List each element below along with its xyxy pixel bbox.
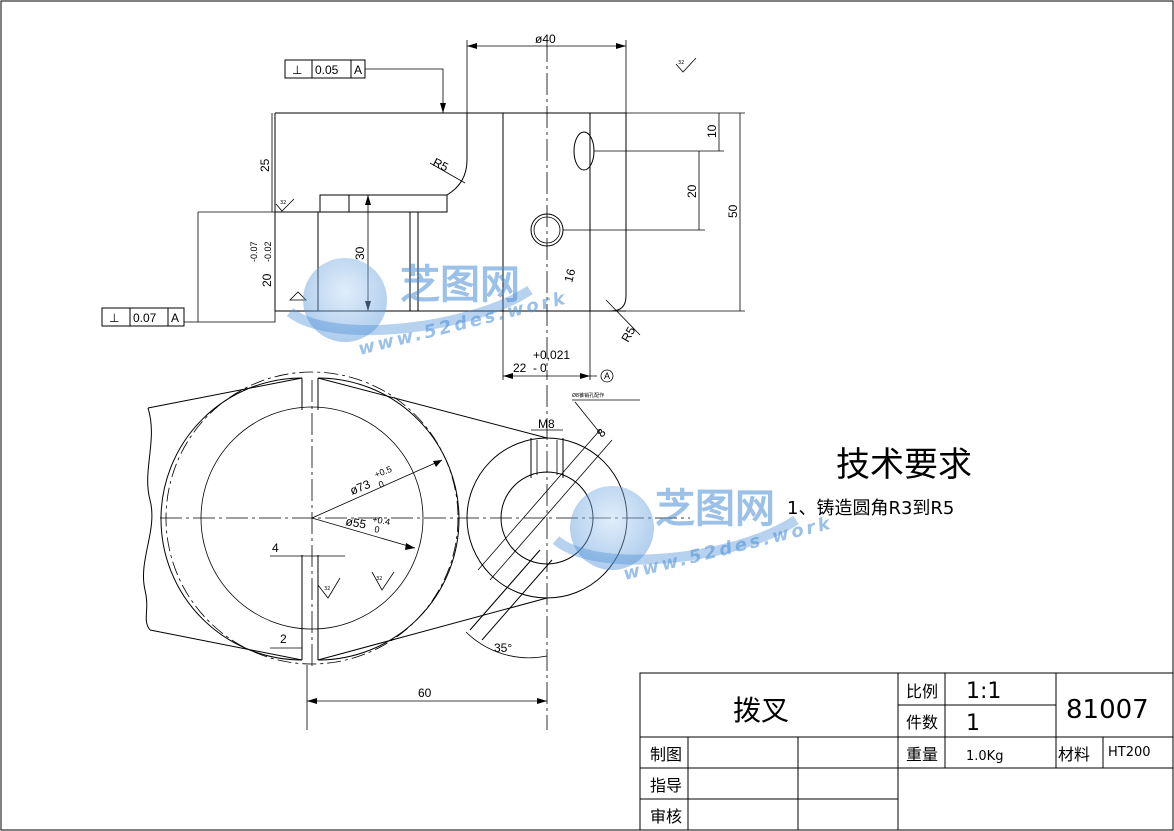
svg-text:芝图网: 芝图网 [655,486,775,532]
weight-label: 重量 [906,745,938,764]
scale-label: 比例 [906,682,938,701]
hatch-right-wall [589,112,627,312]
dim-h25: 25 [258,158,272,172]
material-value: HT200 [1108,745,1151,760]
dim-tol55-upper: +0.4 [372,514,391,527]
part-name: 拨叉 [733,694,789,727]
dim-tol22-upper: +0,021 [533,348,570,362]
dim-d40: ø40 [535,32,556,46]
title-block: 拨叉 比例 1:1 件数 1 81007 制图 重量 1.0Kg 材料 HT20… [639,672,1174,831]
roughness-mark-left: 32 [275,198,295,212]
svg-text:32: 32 [280,200,286,206]
dim-tol22-lower: 0 [540,361,547,375]
requirements-title: 技术要求 [836,445,972,485]
watermark-1: 芝图网 www.52des.work [286,258,570,360]
datum-a-marker [600,369,614,383]
dim-h20: 20 [685,184,699,198]
drawing-number: 81007 [1066,695,1149,725]
qty-value: 1 [966,711,980,736]
material-label: 材料 [1058,745,1090,764]
svg-text:芝图网: 芝图网 [400,262,520,308]
svg-text:32: 32 [376,576,382,582]
dim-w2: 2 [280,632,287,646]
datum-triangle [289,291,307,301]
fork-dash-circle [165,371,459,665]
review-label: 审核 [650,807,682,826]
datum-a-label: A [604,371,610,381]
fork-inner-circle [200,406,424,630]
dim-h10: 10 [705,124,719,138]
svg-text:0.07: 0.07 [133,311,157,325]
svg-text:32: 32 [678,60,684,66]
dim-r5-bottom: R5 [618,324,638,345]
note-hole: Ø8锥销孔配作 [572,392,604,399]
dim-h50: 50 [726,204,740,218]
drawn-label: 制图 [650,745,682,764]
svg-text:0.05: 0.05 [315,63,339,77]
fork-outer-arc [160,377,303,661]
gdt-frame-left: ⊥ 0.07 A [101,307,276,327]
qty-label: 件数 [906,713,938,732]
dim-tol73-upper: +0.5 [373,464,393,480]
svg-text:-: - [533,361,537,375]
dim-tol55-lower: 0 [374,524,381,535]
dim-tol-main: 20 [260,273,274,287]
oil-hole [573,131,595,171]
dim-d55: ø55 [344,514,367,531]
dim-d73: ø73 [348,477,373,498]
gdt-frame-top: ⊥ 0.05 A [284,59,446,113]
svg-text:32: 32 [324,586,330,592]
dim-m8: M8 [538,417,555,431]
roughness-mark-plan-1: 32 [317,577,341,599]
dim-h30: 30 [353,246,367,260]
svg-text:⊥: ⊥ [292,63,302,77]
svg-text:A: A [354,63,362,77]
dim-a35: 35° [494,641,512,655]
dim-16: 16 [561,267,578,284]
dim-r5-top: R5 [431,155,451,174]
requirements-item-1: 1、铸造圆角R3到R5 [787,498,954,519]
dim-w4: 4 [272,541,279,555]
svg-text:⊥: ⊥ [109,311,119,325]
scale-value: 1:1 [966,679,1001,704]
roughness-mark-top: 32 [675,57,697,73]
svg-text:A: A [171,311,179,325]
guide-label: 指导 [650,776,682,795]
dim-tol-lower: -0.02 [263,241,273,262]
dim-w22: 22 [513,361,527,375]
weight-value: 1.0Kg [966,749,1003,764]
dim-tol-upper: -0.07 [249,241,259,262]
roughness-mark-plan-2: 32 [371,571,395,591]
dim-w60: 60 [418,686,432,700]
dim-tol73-lower: 0 [377,479,385,490]
